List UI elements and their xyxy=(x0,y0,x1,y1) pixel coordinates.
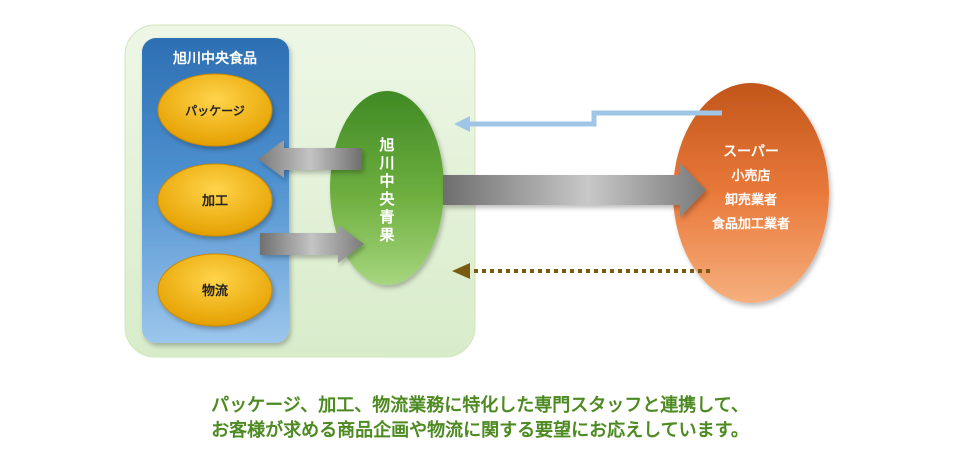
caption: パッケージ、加工、物流業務に特化した専門スタッフと連携して、 お客様が求める商品… xyxy=(0,393,960,443)
request-arrowhead xyxy=(454,116,470,132)
center-label-char: 果 xyxy=(378,226,395,244)
customer-label-retailer: 小売店 xyxy=(731,168,770,184)
caption-line-1: パッケージ、加工、物流業務に特化した専門スタッフと連携して、 xyxy=(211,395,749,416)
caption-line-2: お客様が求める商品企画や物流に関する要望にお応えしています。 xyxy=(211,420,749,441)
service-label-package: パッケージ xyxy=(185,104,245,118)
center-label-char: 中 xyxy=(379,172,394,190)
service-ellipse-processing xyxy=(157,163,273,237)
arrow-to-customers xyxy=(443,163,706,217)
customer-label-food-processor: 食品加工業者 xyxy=(712,216,790,232)
arrow-to-company xyxy=(258,140,362,178)
customer-label-supermarket: スーパー xyxy=(723,144,779,160)
center-label-char: 旭 xyxy=(378,136,394,154)
customer-label-wholesaler: 卸売業者 xyxy=(725,192,777,208)
dotted-arrowhead xyxy=(452,263,470,279)
center-label-char: 央 xyxy=(379,190,395,208)
service-ellipse-logistics xyxy=(157,253,273,327)
arrow-to-center xyxy=(260,225,364,263)
center-ellipse xyxy=(330,91,444,285)
request-line xyxy=(470,110,722,127)
center-label-char: 川 xyxy=(378,154,394,172)
service-label-processing: 加工 xyxy=(201,194,228,209)
customer-ellipse xyxy=(673,83,829,303)
service-ellipse-package xyxy=(157,73,273,147)
center-label-char: 青 xyxy=(379,208,394,226)
service-label-logistics: 物流 xyxy=(202,283,228,299)
company-title: 旭川中央食品 xyxy=(172,50,257,67)
